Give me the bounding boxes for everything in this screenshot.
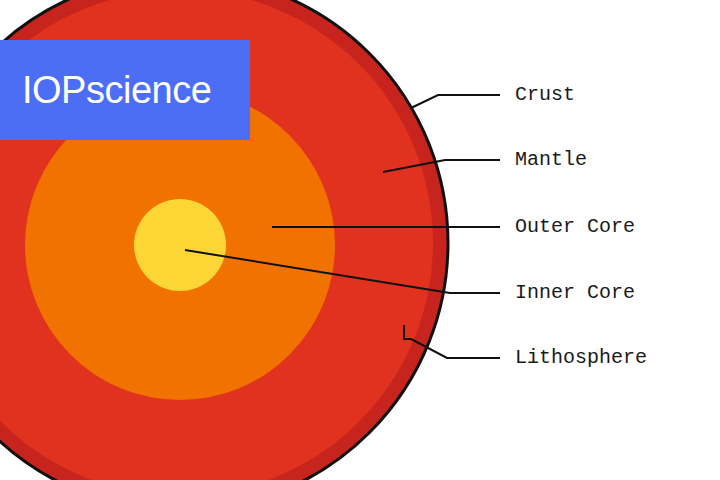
outer-core-leader [272, 226, 500, 228]
layer-label: Mantle [515, 148, 587, 171]
logo-box: IOPscience [0, 40, 250, 140]
mantle-leader [383, 160, 500, 172]
mantle-layer [0, 0, 433, 480]
crust-leader [411, 95, 500, 108]
inner-core-leader [185, 250, 500, 293]
lithosphere-bracket [404, 325, 411, 339]
inner-core-layer [134, 199, 226, 291]
layer-label-slot: Inner Core [515, 281, 635, 305]
layer-label-slot: Mantle [515, 148, 587, 172]
crust-lithosphere-shell [0, 0, 448, 480]
layer-label: Inner Core [515, 281, 635, 304]
layer-label: Outer Core [515, 215, 635, 238]
layer-label-slot: Crust [515, 83, 575, 107]
lithosphere-leader [411, 339, 500, 358]
layer-label: Lithosphere [515, 346, 647, 369]
logo-text: IOPscience [22, 69, 211, 112]
layer-label-slot: Outer Core [515, 215, 635, 239]
layer-label: Crust [515, 83, 575, 106]
layer-label-slot: Lithosphere [515, 346, 647, 370]
